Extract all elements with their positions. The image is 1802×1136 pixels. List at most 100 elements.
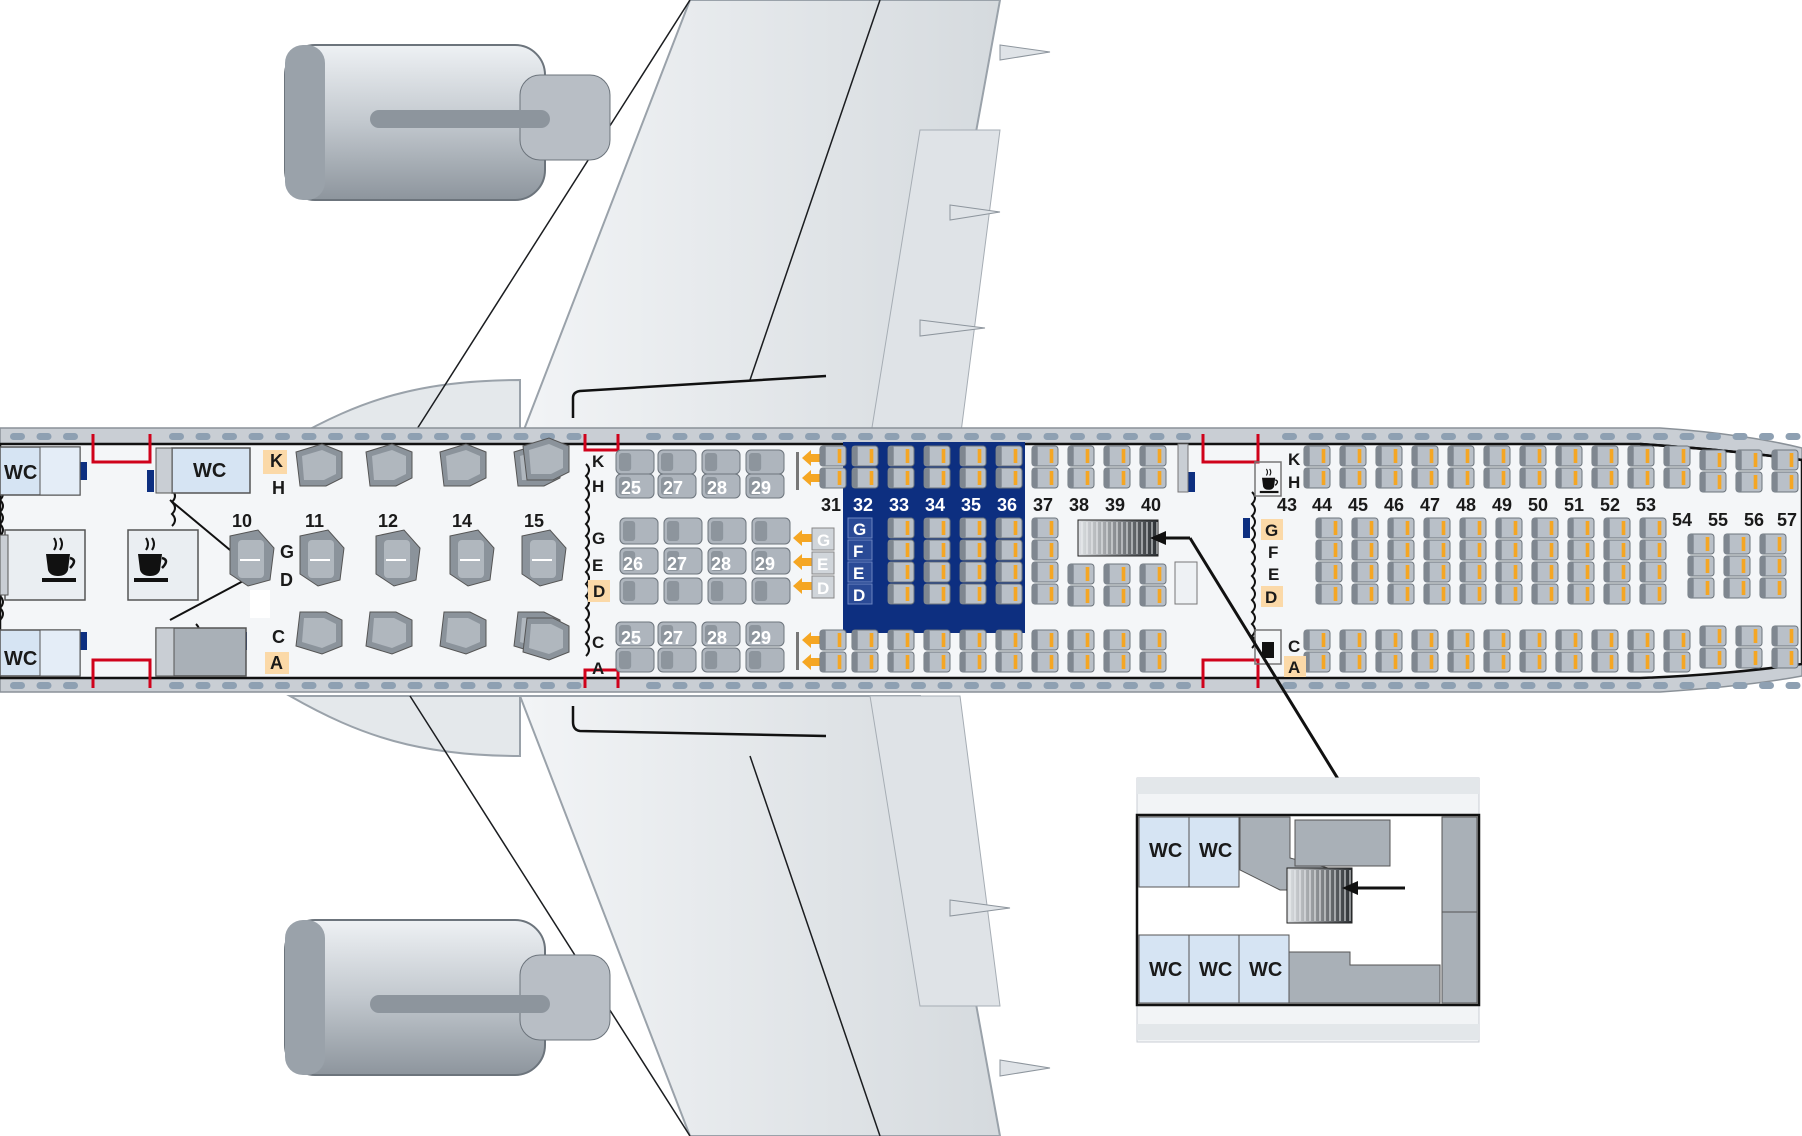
seat[interactable]: [1031, 629, 1059, 651]
seat[interactable]: [1031, 517, 1059, 539]
seat[interactable]: [995, 561, 1023, 583]
seat[interactable]: [1771, 471, 1799, 493]
seat[interactable]: [1687, 533, 1715, 555]
seat[interactable]: [887, 517, 915, 539]
seat[interactable]: [615, 449, 655, 475]
seat[interactable]: [1459, 539, 1487, 561]
seat[interactable]: [1627, 467, 1655, 489]
seat[interactable]: [657, 621, 697, 647]
seat[interactable]: [1447, 467, 1475, 489]
seat[interactable]: [1447, 629, 1475, 651]
seat[interactable]: [1459, 583, 1487, 605]
seat[interactable]: [1663, 467, 1691, 489]
seat[interactable]: [1627, 629, 1655, 651]
seat[interactable]: [1447, 445, 1475, 467]
seat[interactable]: [439, 443, 487, 487]
seat[interactable]: [1339, 651, 1367, 673]
seat[interactable]: [1411, 629, 1439, 651]
seat[interactable]: [1531, 517, 1559, 539]
seat[interactable]: [1139, 585, 1167, 607]
seat[interactable]: [1031, 651, 1059, 673]
seat[interactable]: [619, 577, 659, 605]
seat[interactable]: [1531, 583, 1559, 605]
seat[interactable]: [745, 473, 785, 499]
seat[interactable]: [1555, 445, 1583, 467]
seat[interactable]: [1375, 629, 1403, 651]
seat[interactable]: [1495, 539, 1523, 561]
seat[interactable]: [1315, 539, 1343, 561]
seat[interactable]: [1735, 471, 1763, 493]
seat[interactable]: [701, 449, 741, 475]
seat[interactable]: [1315, 517, 1343, 539]
seat[interactable]: [887, 583, 915, 605]
seat[interactable]: [1735, 647, 1763, 669]
seat[interactable]: [1723, 533, 1751, 555]
seat[interactable]: [1639, 517, 1667, 539]
seat[interactable]: [1567, 561, 1595, 583]
seat[interactable]: [819, 629, 847, 651]
seat[interactable]: [1699, 471, 1727, 493]
seat[interactable]: [1603, 583, 1631, 605]
seat[interactable]: [707, 547, 747, 575]
seat[interactable]: [522, 617, 570, 661]
seat[interactable]: [1387, 583, 1415, 605]
seat[interactable]: [615, 647, 655, 673]
seat[interactable]: [923, 651, 951, 673]
seat[interactable]: [1139, 445, 1167, 467]
seat[interactable]: [1375, 651, 1403, 673]
seat[interactable]: [365, 611, 413, 655]
seat[interactable]: [619, 517, 659, 545]
seat[interactable]: [1591, 467, 1619, 489]
seat[interactable]: [1591, 629, 1619, 651]
seat[interactable]: [1351, 561, 1379, 583]
seat[interactable]: [819, 445, 847, 467]
seat[interactable]: [1759, 577, 1787, 599]
seat[interactable]: [439, 611, 487, 655]
seat[interactable]: [1759, 555, 1787, 577]
seat[interactable]: [521, 529, 567, 587]
seat[interactable]: [1519, 629, 1547, 651]
seat[interactable]: [1531, 561, 1559, 583]
seat[interactable]: [1351, 583, 1379, 605]
seat[interactable]: [1591, 445, 1619, 467]
seat[interactable]: [959, 629, 987, 651]
seat[interactable]: [1567, 583, 1595, 605]
seat[interactable]: [1555, 467, 1583, 489]
seat[interactable]: [449, 529, 495, 587]
seat[interactable]: [1303, 651, 1331, 673]
seat[interactable]: [1103, 651, 1131, 673]
seat[interactable]: [1483, 629, 1511, 651]
seat[interactable]: [851, 651, 879, 673]
seat[interactable]: [707, 577, 747, 605]
seat[interactable]: [1387, 561, 1415, 583]
seat[interactable]: [1031, 539, 1059, 561]
seat[interactable]: [1567, 539, 1595, 561]
seat[interactable]: [1495, 583, 1523, 605]
seat[interactable]: [995, 583, 1023, 605]
seat[interactable]: [1411, 651, 1439, 673]
seat[interactable]: [1139, 467, 1167, 489]
seat[interactable]: [1423, 561, 1451, 583]
seat[interactable]: [657, 647, 697, 673]
seat[interactable]: [1351, 539, 1379, 561]
seat[interactable]: [701, 647, 741, 673]
seat[interactable]: [1519, 467, 1547, 489]
seat[interactable]: [995, 467, 1023, 489]
seat[interactable]: [1067, 445, 1095, 467]
seat[interactable]: [1639, 561, 1667, 583]
seat[interactable]: [615, 473, 655, 499]
seat[interactable]: [887, 467, 915, 489]
seat[interactable]: [745, 621, 785, 647]
seat[interactable]: [1067, 629, 1095, 651]
seat[interactable]: [701, 621, 741, 647]
seat[interactable]: [1031, 445, 1059, 467]
seat[interactable]: [1031, 561, 1059, 583]
seat[interactable]: [923, 561, 951, 583]
seat[interactable]: [995, 651, 1023, 673]
seat[interactable]: [1483, 445, 1511, 467]
seat[interactable]: [851, 629, 879, 651]
seat[interactable]: [1067, 467, 1095, 489]
seat[interactable]: [1103, 445, 1131, 467]
seat[interactable]: [1303, 445, 1331, 467]
seat[interactable]: [1103, 585, 1131, 607]
